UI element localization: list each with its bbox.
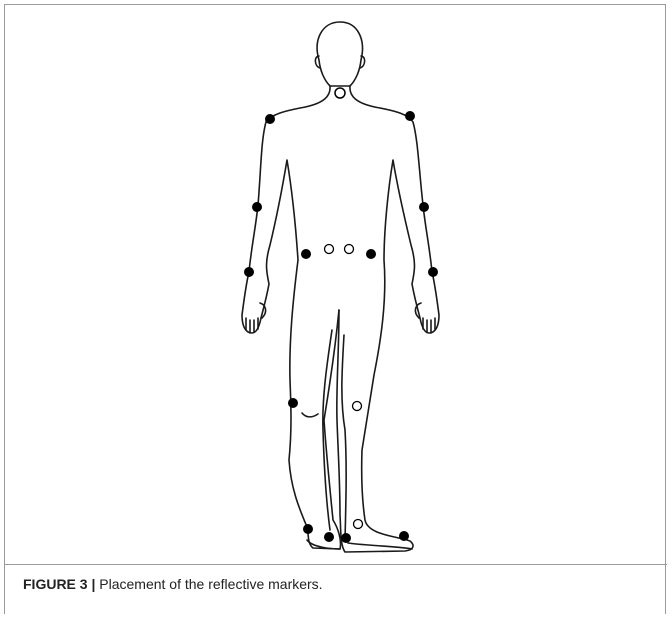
- marker-right-elbow: [419, 202, 429, 212]
- head-outline: [317, 22, 362, 86]
- marker-right-shoulder: [405, 111, 415, 121]
- marker-left-shoulder: [265, 114, 275, 124]
- right-foot-outline: [348, 543, 412, 549]
- marker-pelvis-left: [325, 245, 334, 254]
- right-leg-inner: [342, 335, 346, 540]
- marker-right-knee: [353, 402, 362, 411]
- marker-right-toe: [399, 531, 409, 541]
- marker-right-wrist: [428, 267, 438, 277]
- caption-text: Placement of the reflective markers.: [95, 576, 322, 592]
- marker-left-knee: [288, 398, 298, 408]
- caption-label: FIGURE 3 |: [23, 576, 95, 592]
- marker-pelvis-right: [345, 245, 354, 254]
- filled-markers: [244, 88, 438, 543]
- left-knee-crease: [302, 413, 318, 417]
- marker-right-hip: [366, 249, 376, 259]
- marker-left-heel: [324, 532, 334, 542]
- marker-neck: [335, 88, 345, 98]
- body-outline: [242, 22, 439, 552]
- marker-left-ankle: [303, 524, 313, 534]
- marker-left-wrist: [244, 267, 254, 277]
- figure-caption: FIGURE 3 | Placement of the reflective m…: [23, 576, 663, 592]
- marker-left-hip: [301, 249, 311, 259]
- marker-left-elbow: [252, 202, 262, 212]
- marker-right-heel: [341, 533, 351, 543]
- marker-right-ankle: [354, 520, 363, 529]
